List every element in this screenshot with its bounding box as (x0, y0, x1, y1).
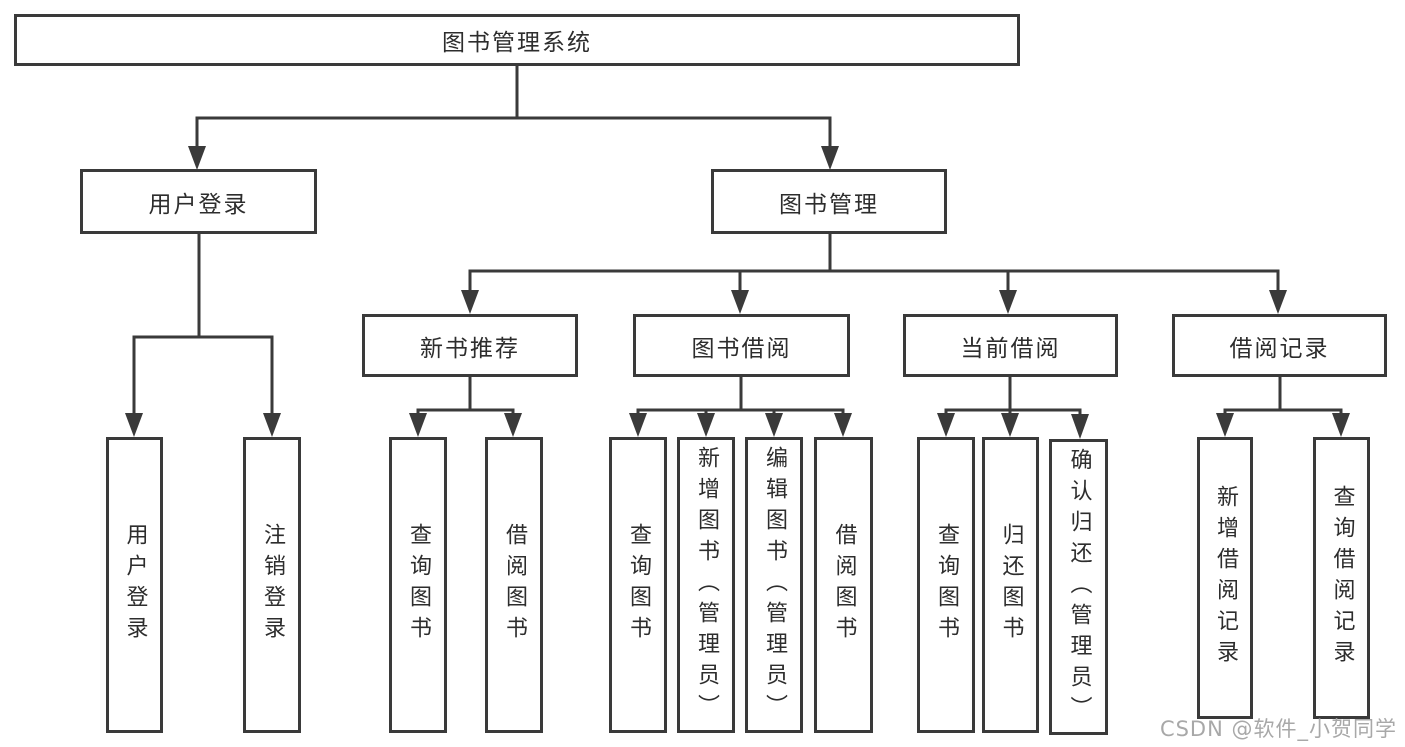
node-user-login-branch-label: 用户登录 (148, 191, 249, 218)
node-new-book-recommend-label: 新书推荐 (420, 335, 520, 362)
node-borrow-books-recommend: 借阅图书 (485, 437, 543, 733)
node-edit-books-admin: 编辑图书（管理员） (745, 437, 803, 733)
node-borrowing-records: 借阅记录 (1172, 314, 1387, 377)
csdn-watermark: CSDN @软件_小贺同学 (1159, 717, 1397, 741)
node-query-books-borrowing: 查询图书 (609, 437, 667, 733)
node-query-books-recommend: 查询图书 (389, 437, 447, 733)
node-logout-leaf-label: 注销登录 (260, 523, 285, 647)
node-borrow-books-borrowing-label: 借阅图书 (831, 523, 857, 647)
node-confirm-return-admin: 确认归还（管理员） (1049, 439, 1108, 735)
node-new-book-recommend: 新书推荐 (362, 314, 578, 377)
node-add-borrow-record-label: 新增借阅记录 (1213, 485, 1238, 671)
node-edit-books-admin-label: 编辑图书（管理员） (762, 445, 787, 725)
node-add-books-admin-label: 新增图书（管理员） (694, 445, 719, 725)
node-query-books-borrowing-label: 查询图书 (626, 523, 651, 647)
node-borrow-books-borrowing: 借阅图书 (814, 437, 873, 733)
node-book-management-branch-label: 图书管理 (779, 191, 879, 218)
node-return-books: 归还图书 (982, 437, 1039, 733)
node-book-management-branch: 图书管理 (711, 169, 947, 234)
node-user-login-branch: 用户登录 (80, 169, 317, 234)
node-library-system: 图书管理系统 (14, 14, 1020, 66)
node-query-borrow-record-label: 查询借阅记录 (1329, 485, 1355, 671)
node-book-borrowing-label: 图书借阅 (691, 335, 792, 362)
node-add-borrow-record: 新增借阅记录 (1197, 437, 1253, 719)
node-borrow-books-recommend-label: 借阅图书 (502, 523, 527, 647)
node-add-books-admin: 新增图书（管理员） (677, 437, 735, 733)
node-user-login-leaf: 用户登录 (106, 437, 163, 733)
node-user-login-leaf-label: 用户登录 (122, 523, 148, 647)
arrowheads (125, 146, 1350, 439)
node-book-borrowing: 图书借阅 (633, 314, 850, 377)
node-query-borrow-record: 查询借阅记录 (1313, 437, 1370, 719)
node-current-borrowing-label: 当前借阅 (960, 335, 1061, 362)
node-library-system-label: 图书管理系统 (442, 30, 592, 56)
node-borrowing-records-label: 借阅记录 (1229, 335, 1330, 362)
node-query-books-current-label: 查询图书 (934, 523, 959, 647)
node-return-books-label: 归还图书 (998, 523, 1024, 647)
node-logout-leaf: 注销登录 (243, 437, 301, 733)
node-confirm-return-admin-label: 确认归还（管理员） (1066, 447, 1092, 727)
node-query-books-current: 查询图书 (917, 437, 975, 733)
node-current-borrowing: 当前借阅 (903, 314, 1118, 377)
node-query-books-recommend-label: 查询图书 (406, 523, 431, 647)
